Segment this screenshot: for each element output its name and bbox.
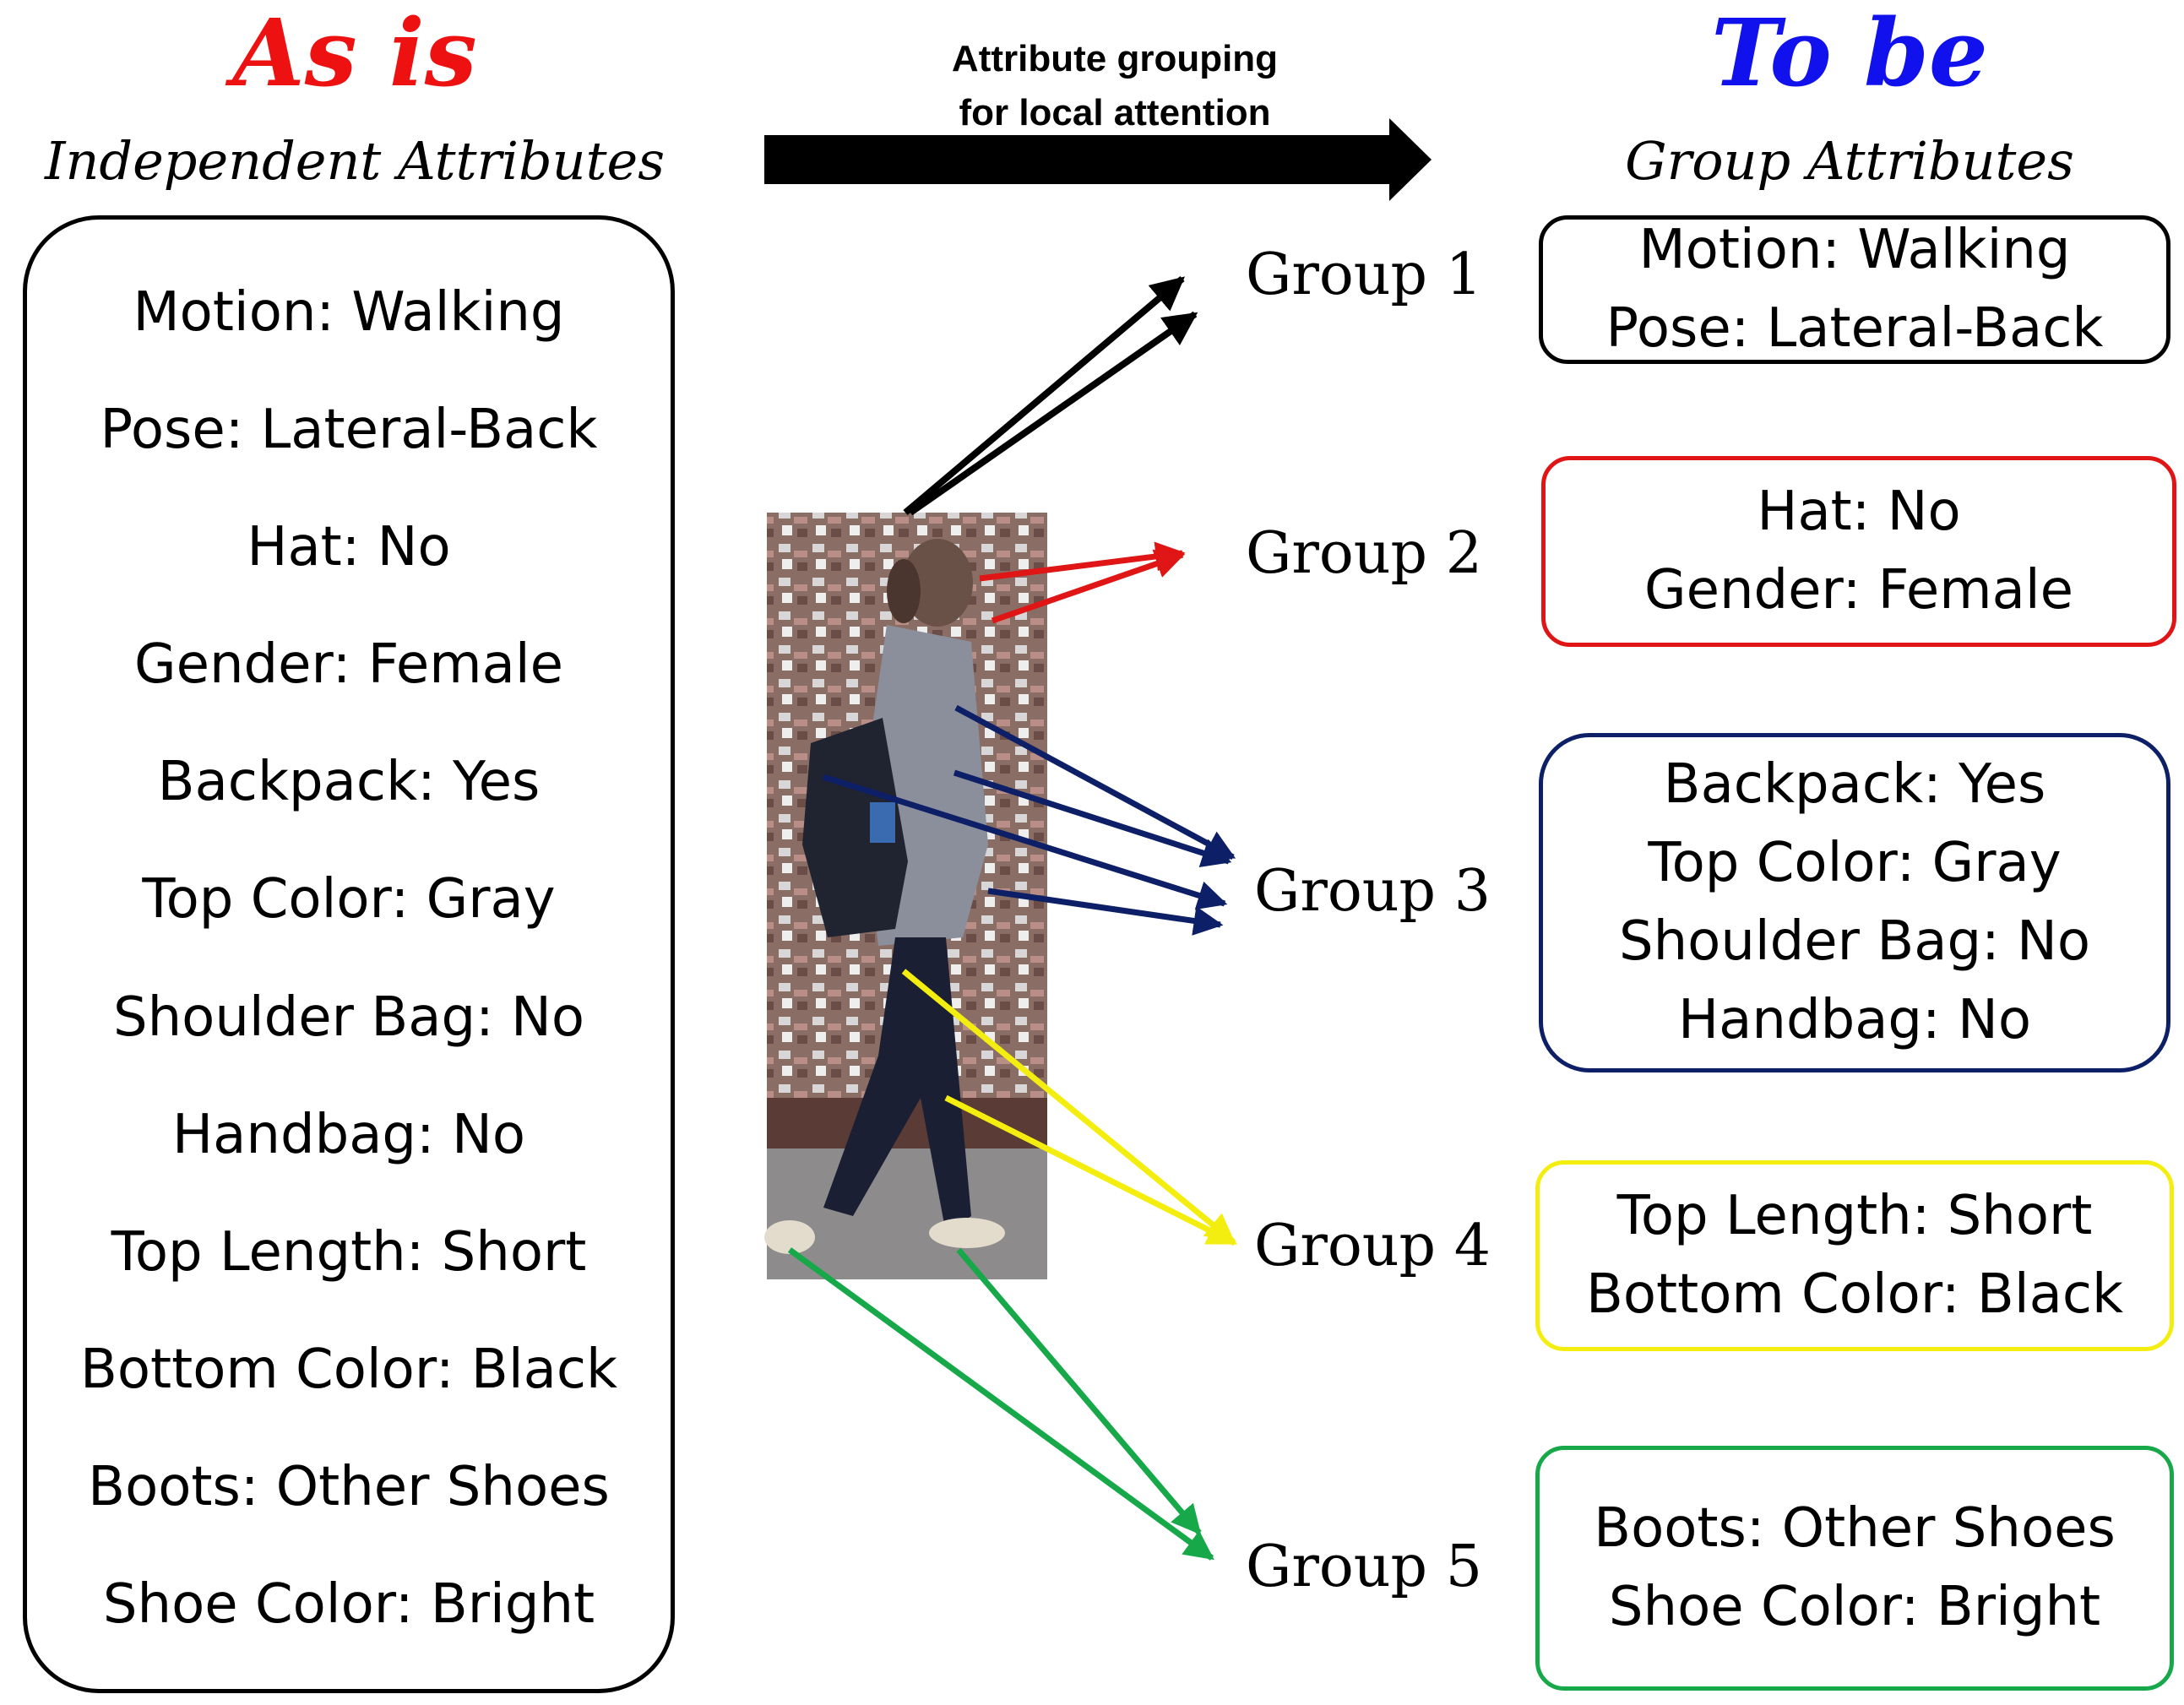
- grouping-caption-line1: Attribute grouping: [951, 38, 1279, 79]
- group-1-attribute-motion: Motion: Walking: [1638, 219, 2071, 282]
- attribute-gender: Gender: Female: [133, 633, 564, 697]
- attribute-shoulder-bag: Shoulder Bag: No: [112, 986, 585, 1049]
- attribute-shoe-color: Shoe Color: Bright: [102, 1573, 595, 1637]
- group-3-attribute-backpack: Backpack: Yes: [1663, 753, 2046, 817]
- group-5-arrows: [787, 1247, 1214, 1561]
- group-1-box: Motion: Walking Pose: Lateral-Back: [1539, 215, 2170, 364]
- to-be-title: To be: [1711, 0, 1988, 107]
- group-1-label: Group 1: [1246, 242, 1482, 308]
- as-is-title: As is: [232, 0, 477, 107]
- attribute-backpack: Backpack: Yes: [157, 751, 541, 814]
- grouping-arrow: [764, 118, 1432, 201]
- group-2-label: Group 2: [1246, 520, 1482, 587]
- group-1-arrows: [903, 275, 1198, 516]
- group-4-box: Top Length: Short Bottom Color: Black: [1535, 1160, 2174, 1351]
- group-2-attribute-hat: Hat: No: [1757, 481, 1961, 544]
- group-4-label: Group 4: [1254, 1213, 1491, 1279]
- group-3-label: Group 3: [1254, 858, 1491, 925]
- group-3-box: Backpack: Yes Top Color: Gray Shoulder B…: [1539, 733, 2170, 1072]
- attribute-pose: Pose: Lateral-Back: [100, 398, 598, 461]
- pedestrian-image: [764, 513, 1047, 1279]
- attribute-hat: Hat: No: [247, 515, 451, 578]
- group-2-box: Hat: No Gender: Female: [1541, 456, 2176, 647]
- group-2-arrows: [979, 541, 1186, 624]
- attribute-top-color: Top Color: Gray: [142, 868, 556, 931]
- group-4-attribute-top-length: Top Length: Short: [1616, 1185, 2093, 1248]
- group-3-attribute-top-color: Top Color: Gray: [1648, 832, 2062, 895]
- attribute-boots: Boots: Other Shoes: [88, 1456, 610, 1519]
- group-4-attribute-bottom-color: Bottom Color: Black: [1585, 1263, 2124, 1326]
- group-1-attribute-pose: Pose: Lateral-Back: [1605, 297, 2104, 360]
- group-5-attribute-shoe-color: Shoe Color: Bright: [1608, 1576, 2101, 1638]
- attribute-bottom-color: Bottom Color: Black: [79, 1338, 618, 1401]
- group-5-label: Group 5: [1246, 1534, 1482, 1600]
- to-be-subtitle: Group Attributes: [1625, 130, 2074, 192]
- grouping-caption-line2: for local attention: [959, 92, 1271, 133]
- group-5-attribute-boots: Boots: Other Shoes: [1594, 1497, 2116, 1561]
- group-3-attribute-handbag: Handbag: No: [1678, 988, 2031, 1051]
- independent-attributes-box: Motion: Walking Pose: Lateral-Back Hat: …: [23, 215, 675, 1693]
- attribute-top-length: Top Length: Short: [111, 1220, 587, 1284]
- grouping-caption: Attribute grouping for local attention: [878, 32, 1351, 140]
- group-3-attribute-shoulder-bag: Shoulder Bag: No: [1618, 910, 2091, 973]
- group-4-arrows: [901, 969, 1238, 1246]
- attribute-handbag: Handbag: No: [172, 1103, 525, 1166]
- group-2-attribute-gender: Gender: Female: [1643, 559, 2074, 622]
- attribute-motion: Motion: Walking: [133, 280, 565, 344]
- group-5-box: Boots: Other Shoes Shoe Color: Bright: [1535, 1446, 2174, 1691]
- as-is-subtitle: Independent Attributes: [44, 130, 666, 192]
- group-3-arrows: [822, 704, 1236, 936]
